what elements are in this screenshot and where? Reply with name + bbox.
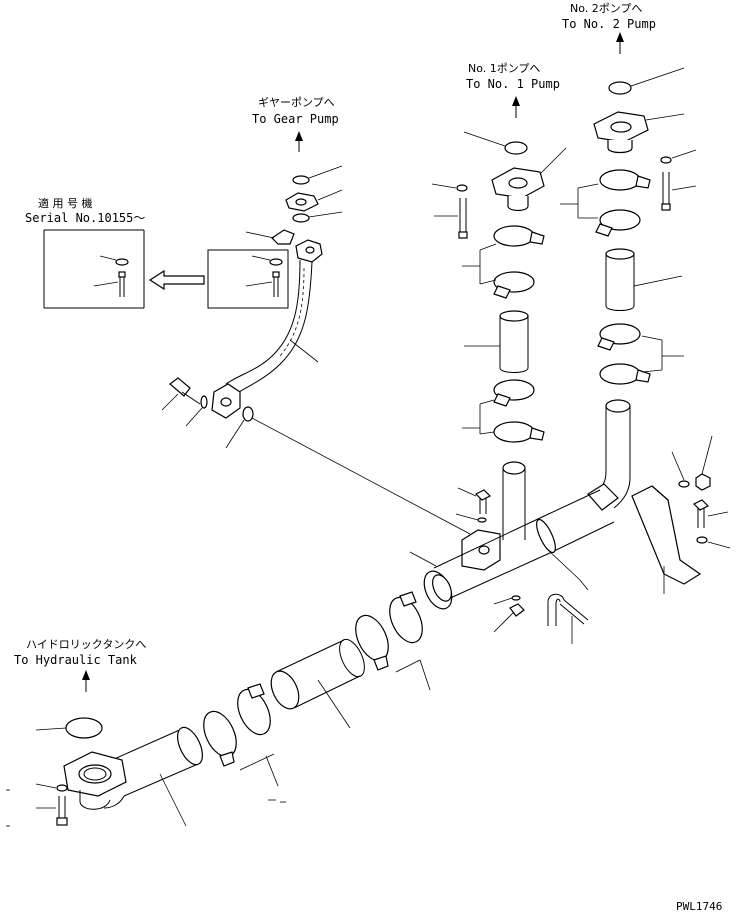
drawing-code: PWL1746 xyxy=(676,900,722,913)
label-no2-pump-en: To No. 2 Pump xyxy=(562,17,656,31)
no2-rubber-hose xyxy=(605,248,683,311)
label-gear-pump-jp: ギヤーポンプへ xyxy=(258,96,335,109)
bracket-washer-nut xyxy=(671,435,713,491)
hose-clamp-split xyxy=(245,229,295,245)
no2-elbow-pipe xyxy=(587,399,631,511)
no1-riser-pipe xyxy=(502,461,526,540)
tank-flange-bolt xyxy=(36,796,68,826)
no1-pump-flange xyxy=(491,147,567,212)
arrow-to-no2-pump xyxy=(616,32,624,54)
label-serial-jp: 適 用 号 機 xyxy=(38,196,93,210)
serial-note-bracket xyxy=(43,229,289,309)
label-tank-en: To Hydraulic Tank xyxy=(14,653,138,667)
hose-o-ring xyxy=(225,406,471,535)
no2-pump-o-ring xyxy=(608,67,685,95)
label-no1-pump-jp: No. 1ポンプへ xyxy=(468,62,540,75)
no1-rubber-hose xyxy=(464,310,529,373)
u-bolt xyxy=(547,593,589,644)
tank-flange-washer xyxy=(35,783,68,792)
label-gear-pump-en: To Gear Pump xyxy=(252,112,339,126)
main-tee-pipe xyxy=(433,489,615,601)
tee-bottom-bolt xyxy=(493,595,525,633)
label-tank-jp: ハイドロリックタンクへ xyxy=(26,638,146,651)
hose-upper-fitting xyxy=(295,239,323,263)
no2-flange-washer xyxy=(660,149,697,164)
no1-pump-o-ring xyxy=(463,131,528,155)
hydraulic-hose xyxy=(225,259,319,395)
port-block-bolt xyxy=(455,487,492,523)
small-marks xyxy=(6,789,286,827)
bracket-bolt xyxy=(692,499,731,549)
bolt-washer-right-box xyxy=(245,255,283,297)
hose-lower-fitting xyxy=(211,383,241,419)
no2-pump-flange xyxy=(593,111,685,154)
gear-pump-o-ring xyxy=(292,165,343,185)
bolt-washer-left-box xyxy=(93,255,129,297)
gear-pump-flange xyxy=(285,189,343,212)
no2-lower-clamps xyxy=(597,323,684,385)
label-serial-en: Serial No.10155～ xyxy=(25,211,145,225)
main-pipe-end xyxy=(409,551,453,610)
no1-upper-clamps xyxy=(462,225,545,299)
tank-elbow-pipe xyxy=(98,726,203,827)
gear-pump-port-block xyxy=(461,529,501,571)
hose-washer xyxy=(185,395,208,427)
support-bracket xyxy=(631,485,702,594)
no1-lower-clamps xyxy=(462,379,545,443)
gear-pump-o-ring-2 xyxy=(292,211,343,223)
arrow-to-hydraulic-tank xyxy=(82,670,90,692)
no1-flange-washer xyxy=(431,183,468,192)
tank-side-clamps-upper xyxy=(355,591,431,691)
no2-upper-clamps xyxy=(560,169,651,237)
label-no2-pump-jp: No. 2ポンプへ xyxy=(570,2,642,15)
tank-o-ring xyxy=(35,717,103,739)
no2-flange-bolt xyxy=(661,172,697,211)
tank-side-rubber-hose xyxy=(270,638,365,729)
no1-flange-bolt xyxy=(434,198,468,239)
label-no1-pump-en: To No. 1 Pump xyxy=(466,77,560,91)
tank-side-clamps-lower xyxy=(203,683,279,787)
tank-flange xyxy=(63,751,127,810)
arrow-to-gear-pump xyxy=(295,131,303,152)
hose-bolt xyxy=(161,377,201,411)
arrow-to-no1-pump xyxy=(512,96,520,118)
